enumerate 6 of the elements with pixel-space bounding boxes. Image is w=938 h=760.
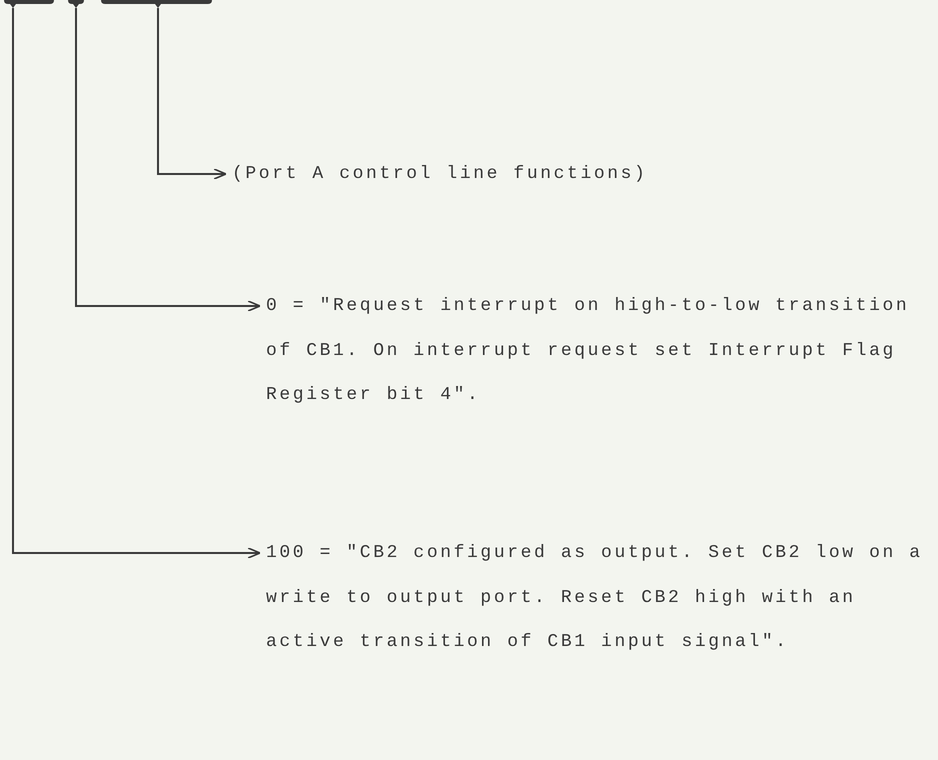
description-text: 0 = "Request interrupt on high-to-low transition of CB1. On interrupt request set Interrupt Flag Register bit 4". xyxy=(266,295,910,407)
arrow xyxy=(75,8,261,312)
arrow xyxy=(157,8,227,180)
description-text: 100 = "CB2 configured as output. Set CB2 low on a write to output port. Reset CB2 high with an active transition of CB1 input signal". xyxy=(266,542,924,654)
description-text: (Port A control line functions) xyxy=(232,163,648,186)
arrow xyxy=(12,8,261,559)
